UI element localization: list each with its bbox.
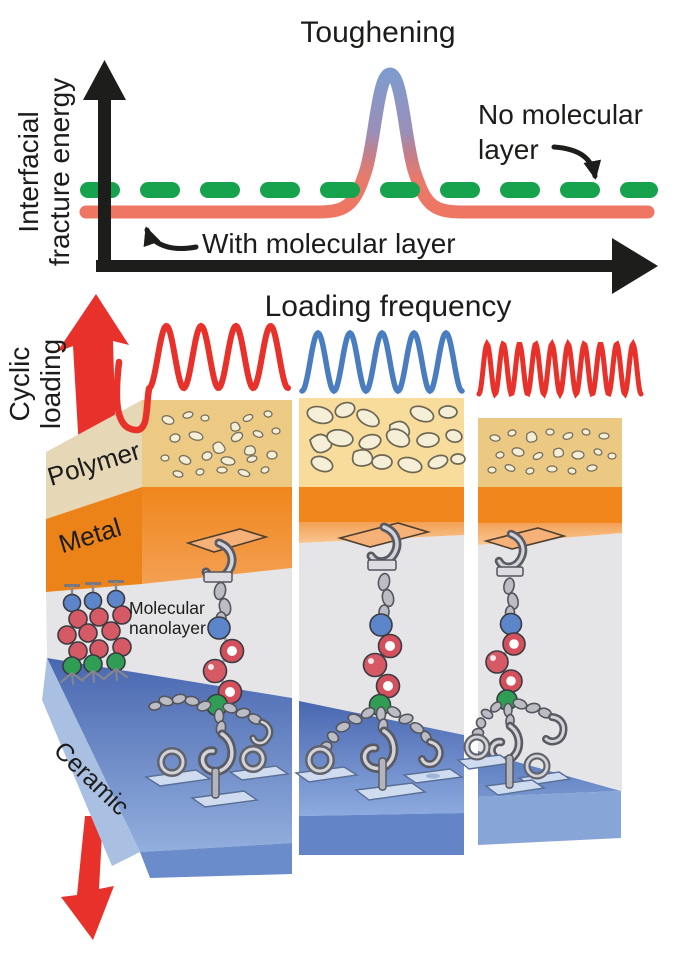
polymer-voids-right bbox=[487, 428, 617, 475]
chart-title: Toughening bbox=[300, 16, 456, 49]
y-axis-label-line1: Interfacial bbox=[13, 111, 44, 233]
metal-side-face bbox=[46, 487, 142, 592]
molecular-nanolayer-chains bbox=[57, 580, 132, 686]
no-molecular-layer-label: No molecular layer bbox=[478, 97, 643, 167]
no-layer-line1: No molecular bbox=[478, 99, 643, 130]
cyclic-loading-label: Cyclic loading bbox=[4, 339, 66, 429]
with-layer-pointer-arrow bbox=[143, 226, 199, 251]
x-axis bbox=[96, 238, 658, 294]
y-axis-label: Interfacial fracture energy bbox=[13, 78, 75, 266]
ceramic-anchors-middle bbox=[294, 745, 464, 801]
hanging-chain-left bbox=[144, 528, 290, 808]
panel-right-stack bbox=[478, 418, 622, 545]
waveform-low-frequency bbox=[146, 322, 291, 392]
polymer-voids-middle bbox=[306, 401, 466, 474]
attachment-plate bbox=[185, 528, 269, 553]
x-axis-label: Loading frequency bbox=[264, 290, 512, 323]
metal-front-middle bbox=[299, 487, 464, 522]
ceramic-side-face bbox=[42, 658, 140, 866]
panel-middle-stack bbox=[299, 398, 466, 543]
attachment-plate bbox=[483, 527, 567, 550]
attachment-plate bbox=[337, 522, 431, 548]
nanolayer-chain bbox=[78, 582, 109, 684]
cyclic-up-arrow bbox=[57, 294, 129, 449]
ceramic-anchors-left bbox=[144, 745, 290, 808]
waveform-intermediate-frequency bbox=[299, 329, 465, 395]
top-chart bbox=[79, 60, 658, 294]
with-molecular-layer-label: With molecular layer bbox=[202, 228, 456, 259]
nanolayer-chain bbox=[57, 584, 88, 686]
cyclic-line1: Cyclic bbox=[4, 346, 35, 422]
cyclic-line2: loading bbox=[35, 338, 66, 430]
hanging-chain-middle bbox=[294, 522, 464, 801]
nanolayer-chain bbox=[101, 580, 132, 682]
polymer-side-face bbox=[46, 400, 142, 519]
no-layer-pointer-arrow bbox=[551, 144, 602, 180]
hanging-chain-right bbox=[456, 527, 572, 796]
cyclic-down-arrow bbox=[61, 816, 114, 940]
y-axis bbox=[83, 60, 126, 271]
metal-front-right bbox=[478, 487, 622, 523]
nanolayer-line1: Molecular bbox=[129, 598, 205, 618]
polymer-voids-left bbox=[160, 410, 281, 478]
ceramic-anchors-right bbox=[456, 733, 572, 796]
waveform-high-frequency bbox=[476, 338, 644, 400]
nanolayer-line2: nanolayer bbox=[129, 617, 206, 638]
y-axis-label-line2: fracture energy bbox=[44, 77, 75, 267]
wave-lead-tail bbox=[113, 358, 153, 434]
molecular-nanolayer-label: Molecular nanolayer bbox=[129, 598, 206, 638]
no-layer-line2: layer bbox=[478, 134, 539, 165]
